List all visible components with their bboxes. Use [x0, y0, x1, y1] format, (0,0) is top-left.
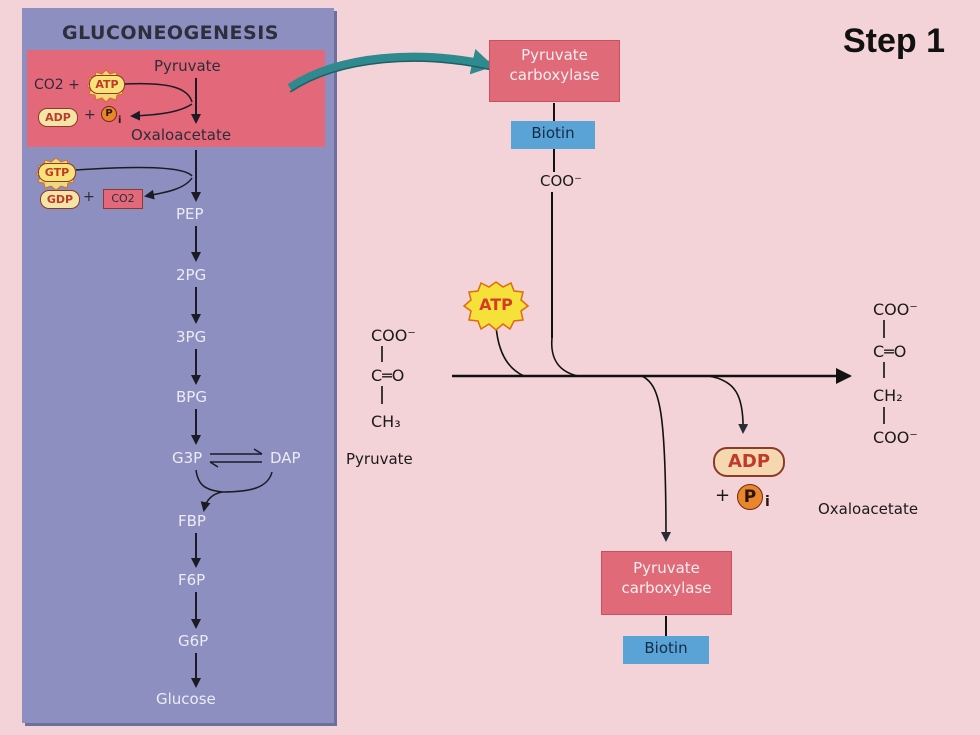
- oxaloacetate-label: Oxaloacetate: [131, 126, 232, 144]
- step-label: Step 1: [843, 22, 946, 60]
- step-dap: DAP: [270, 449, 301, 467]
- oaa-name: Oxaloacetate: [818, 500, 919, 518]
- plus-sign-2: +: [83, 189, 95, 205]
- step-f6p: F6P: [178, 571, 206, 589]
- phosphate-product-subscript: i: [765, 494, 770, 510]
- phosphate-product-icon: P: [737, 484, 763, 510]
- step-pep: PEP: [176, 205, 204, 223]
- atp-badge-top: ATP: [89, 75, 125, 94]
- phosphate-subscript: i: [118, 115, 122, 126]
- pyruvate-ch3: CH₃: [371, 412, 401, 431]
- step-bpg: BPG: [176, 388, 207, 406]
- pyruvate-co: C═O: [371, 366, 405, 385]
- oaa-ch2: CH₂: [873, 386, 903, 405]
- oaa-coo-top: COO⁻: [873, 300, 918, 319]
- biotin-top: Biotin: [511, 121, 595, 149]
- step-glucose: Glucose: [156, 690, 216, 708]
- pyruvate-coo: COO⁻: [371, 326, 416, 345]
- co2-released-box: CO2: [103, 189, 143, 209]
- plus-sign: +: [84, 107, 96, 123]
- pyruvate-carboxylase-step-box: [27, 50, 325, 147]
- enzyme-name-top: Pyruvate carboxylase: [509, 46, 600, 84]
- adp-product: ADP: [713, 447, 785, 477]
- adp-badge: ADP: [38, 108, 78, 127]
- gtp-badge-top: GTP: [38, 163, 76, 182]
- co2-plus-label: CO2 +: [34, 77, 80, 93]
- panel-title: GLUCONEOGENESIS: [62, 22, 279, 44]
- gdp-badge: GDP: [40, 190, 80, 209]
- biotin-bottom: Biotin: [623, 636, 709, 664]
- biotin-carboxyl: COO⁻: [540, 172, 583, 190]
- pyruvate-carboxylase-bottom: Pyruvate carboxylase: [601, 551, 732, 615]
- pyruvate-name: Pyruvate: [346, 450, 413, 468]
- oaa-co: C═O: [873, 342, 907, 361]
- step-g3p: G3P: [172, 449, 203, 467]
- atp-burst-shape: [462, 281, 530, 331]
- atp-reactant: ATP: [479, 295, 513, 314]
- step-3pg: 3PG: [176, 328, 207, 346]
- step-g6p: G6P: [178, 632, 209, 650]
- pyruvate-carboxylase-top: Pyruvate carboxylase: [489, 40, 620, 102]
- pyruvate-label: Pyruvate: [154, 57, 221, 75]
- phosphate-icon: P: [101, 106, 117, 122]
- step-fbp: FBP: [178, 512, 206, 530]
- plus-product: +: [715, 485, 731, 506]
- step-2pg: 2PG: [176, 266, 207, 284]
- enzyme-name-bottom: Pyruvate carboxylase: [621, 559, 712, 597]
- oaa-coo-bottom: COO⁻: [873, 428, 918, 447]
